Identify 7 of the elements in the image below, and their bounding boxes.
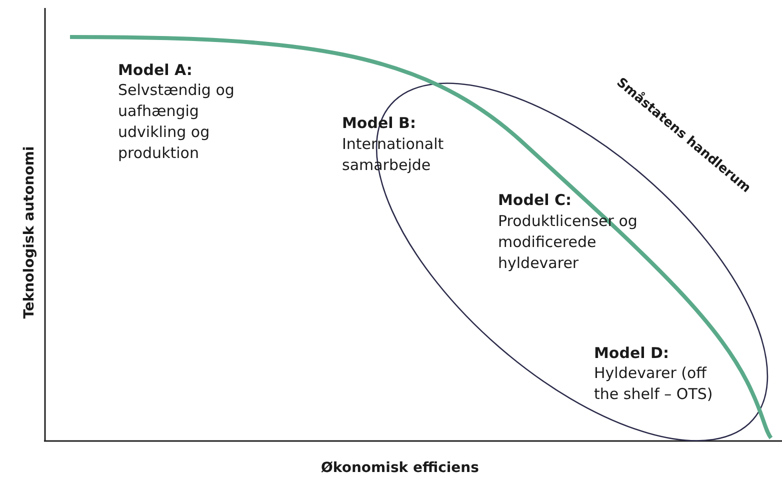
model-heading: Model A: — [118, 60, 194, 81]
model-heading: Model D: — [594, 343, 670, 364]
axis-title: Teknologisk autonomi — [20, 145, 38, 321]
axis-title: Økonomisk efficiens — [320, 459, 480, 478]
model-heading: Model C: — [498, 190, 573, 211]
model-description: Selvstændig og uafhængig udvikling og produktion — [118, 80, 236, 164]
model-description: Hyldevarer (off the shelf – OTS) — [594, 363, 714, 405]
